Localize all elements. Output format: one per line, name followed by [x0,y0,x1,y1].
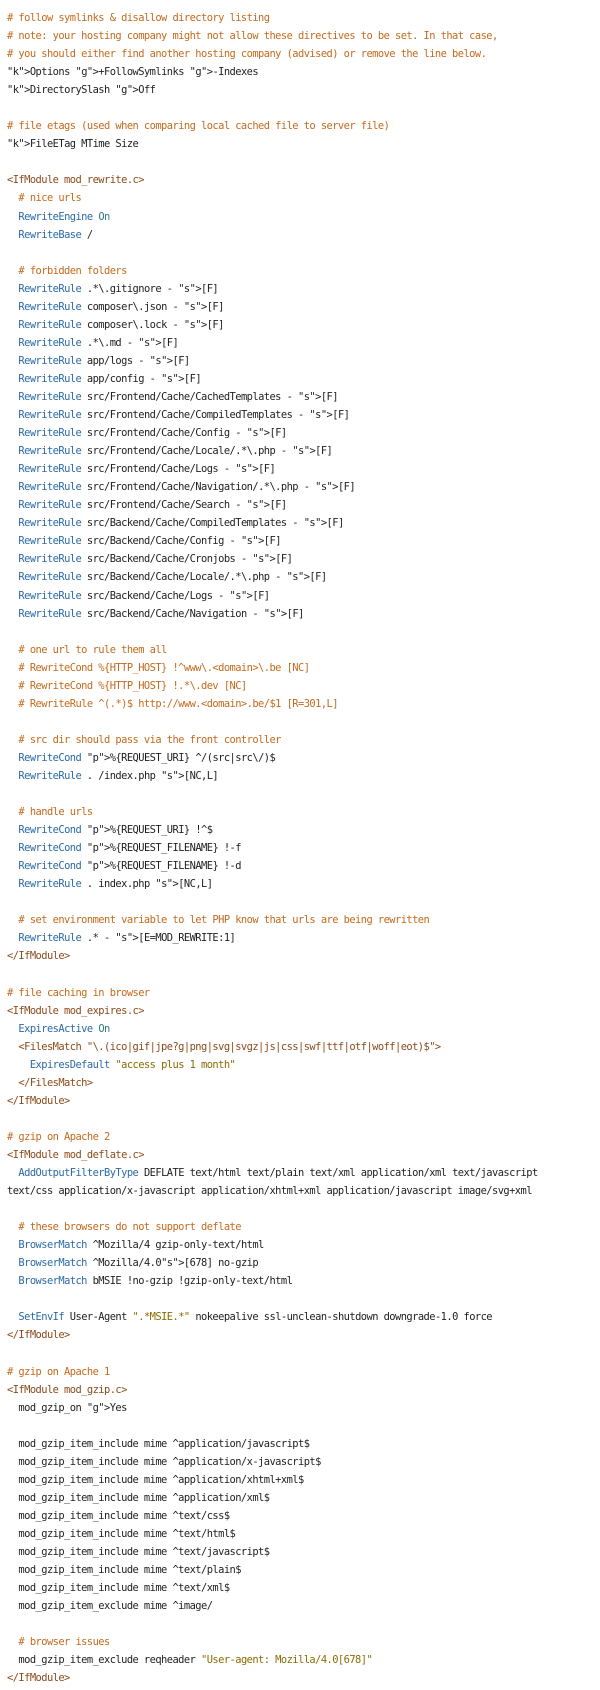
code-line: RewriteRule src/Backend/Cache/CompiledTe… [18,517,344,530]
code-line: RewriteCond "p">%{REQUEST_FILENAME} !-f [18,842,241,855]
blank-line [7,153,600,171]
tag-line: <FilesMatch "\.(ico|gif|jpe?g|png|svg|sv… [7,1040,441,1053]
blank-line [7,785,600,803]
code-line: RewriteRule src/Frontend/Cache/Logs - "s… [18,463,276,476]
code-line: RewriteRule app/config - "s">[F] [18,372,202,385]
code-line: mod_gzip_item_exclude reqheader "User-ag… [7,1654,373,1667]
code-line: mod_gzip_item_include mime ^text/html$ [7,1527,236,1540]
blank-line [7,1290,600,1308]
code-line: SetEnvIf User-Agent ".*MSIE.*" nokeepali… [18,1311,493,1324]
comment-line: # gzip on Apache 1 [7,1365,110,1378]
code-line: RewriteRule . /index.php "s">[NC,L] [18,769,219,782]
comment-line: # handle urls [7,806,93,819]
blank-line [7,1110,600,1128]
tag-line: <IfModule mod_gzip.c> [7,1383,127,1396]
code-line: mod_gzip_item_include mime ^application/… [7,1491,270,1504]
code-line: RewriteRule .*\.gitignore - "s">[F] [18,282,219,295]
code-line: mod_gzip_item_include mime ^application/… [7,1437,310,1450]
code-line: RewriteRule composer\.json - "s">[F] [18,300,224,313]
code-line: RewriteRule src/Frontend/Cache/Config - … [18,427,287,440]
code-line: RewriteRule src/Backend/Cache/Cronjobs -… [18,553,293,566]
code-line: BrowserMatch ^Mozilla/4.0"s">[678] no-gz… [18,1257,259,1270]
comment-line: # RewriteCond %{HTTP_HOST} !^www\.<domai… [7,661,310,674]
blank-line [7,893,600,911]
comment-line: # RewriteCond %{HTTP_HOST} !.*\.dev [NC] [7,679,247,692]
tag-line: </IfModule> [7,1329,70,1342]
code-line: RewriteRule src/Frontend/Cache/Navigatio… [18,481,356,494]
code-line: RewriteRule src/Frontend/Cache/Locale/.*… [18,445,333,458]
comment-line: # src dir should pass via the front cont… [7,733,281,746]
comment-line: # browser issues [7,1636,110,1649]
code-line: "k">Options "g">+FollowSymlinks "g">-Ind… [7,66,259,79]
code-line: RewriteRule src/Backend/Cache/Locale/.*\… [18,571,327,584]
comment-line: # gzip on Apache 2 [7,1130,110,1143]
blank-line [7,1417,600,1435]
comment-line: # these browsers do not support deflate [7,1221,241,1234]
code-line: mod_gzip_item_include mime ^text/xml$ [7,1582,230,1595]
code-line: mod_gzip_item_exclude mime ^image/ [7,1600,213,1613]
comment-line: # follow symlinks & disallow directory l… [7,12,270,24]
blank-line [7,244,600,262]
blank-line [7,713,600,731]
code-line: ExpiresActive On [18,1022,110,1035]
tag-line: <IfModule mod_deflate.c> [7,1148,144,1161]
comment-line: # one url to rule them all [7,643,167,656]
code-line: BrowserMatch ^Mozilla/4 gzip-only-text/h… [18,1239,264,1252]
code-line: RewriteRule src/Frontend/Cache/Search - … [18,499,287,512]
code-line: RewriteRule src/Frontend/Cache/CompiledT… [18,409,350,422]
comment-line: # note: your hosting company might not a… [7,30,498,43]
blank-line [7,1344,600,1362]
code-line: RewriteBase / [18,228,93,241]
code-line: AddOutputFilterByType DEFLATE text/html … [18,1167,538,1179]
tag-line: </IfModule> [7,1672,70,1685]
code-line: RewriteRule src/Backend/Cache/Navigation… [18,607,304,620]
comment-line: # you should either find another hosting… [7,48,487,61]
blank-line [7,965,600,983]
tag-line: <IfModule mod_expires.c> [7,1004,144,1017]
code-line: RewriteRule src/Backend/Cache/Config - "… [18,535,281,548]
code-line: mod_gzip_on "g">Yes [7,1401,127,1414]
code-line: RewriteRule src/Frontend/Cache/CachedTem… [18,390,338,403]
code-line: RewriteRule src/Backend/Cache/Logs - "s"… [18,589,270,602]
blank-line [7,99,600,117]
code-line: mod_gzip_item_include mime ^application/… [7,1455,321,1468]
code-line: RewriteCond "p">%{REQUEST_FILENAME} !-d [18,860,241,873]
code-line: "k">DirectorySlash "g">Off [7,84,156,97]
blank-line [7,623,600,641]
code-line: "k">FileETag MTime Size [7,138,139,151]
code-line: RewriteCond "p">%{REQUEST_URI} !^$ [18,824,213,837]
code-line: ExpiresDefault "access plus 1 month" [29,1058,236,1071]
comment-line: # forbidden folders [7,264,127,277]
code-line: RewriteCond "p">%{REQUEST_URI} ^/(src|sr… [18,751,276,764]
comment-line: # file etags (used when comparing local … [7,120,390,133]
code-line: text/css application/x-javascript applic… [7,1185,532,1198]
code-line: mod_gzip_item_include mime ^text/plain$ [7,1564,241,1577]
code-line: mod_gzip_item_include mime ^text/css$ [7,1509,230,1522]
comment-line: # RewriteRule ^(.*)$ http://www.<domain>… [7,697,338,710]
blank-line [7,1615,600,1633]
code-line: RewriteRule composer\.lock - "s">[F] [18,318,224,331]
code-line: BrowserMatch bMSIE !no-gzip !gzip-only-t… [18,1275,293,1288]
tag-line: </FilesMatch> [7,1076,93,1089]
comment-line: # file caching in browser [7,986,150,999]
code-line: RewriteRule . index.php "s">[NC,L] [18,878,213,891]
code-line: RewriteEngine On [18,210,110,223]
code-line: mod_gzip_item_include mime ^application/… [7,1473,304,1486]
comment-line: # set environment variable to let PHP kn… [7,914,430,927]
tag-line: <IfModule mod_rewrite.c> [7,174,144,187]
code-line: RewriteRule .*\.md - "s">[F] [18,336,179,349]
code-line: RewriteRule app/logs - "s">[F] [18,354,190,367]
blank-line [7,1200,600,1218]
comment-line: # nice urls [7,192,82,205]
tag-line: </IfModule> [7,950,70,963]
code-line: mod_gzip_item_include mime ^text/javascr… [7,1545,270,1558]
tag-line: </IfModule> [7,1094,70,1107]
code-line: RewriteRule .* - "s">[E=MOD_REWRITE:1] [18,932,236,945]
